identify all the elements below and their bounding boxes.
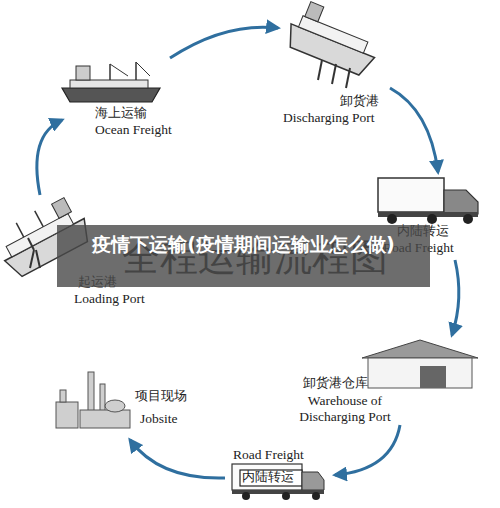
factory-icon bbox=[56, 372, 130, 428]
step-label: Warehouse of Discharging Port bbox=[290, 393, 400, 424]
flow-step: Road Freight 内陆转运 bbox=[225, 445, 335, 500]
flow-step: 卸货港仓库 Warehouse of Discharging Port bbox=[290, 335, 480, 425]
warehouse-icon bbox=[362, 340, 478, 388]
step-label: Ocean Freight bbox=[95, 122, 172, 138]
flow-arrow bbox=[335, 425, 400, 475]
flow-arrow bbox=[452, 260, 459, 335]
flow-step: 卸货港Discharging Port bbox=[278, 8, 390, 128]
flow-step: 海上运输Ocean Freight bbox=[62, 58, 187, 140]
watermark-banner: 疫情下运输(疫情期间运输业怎么做) bbox=[57, 225, 430, 287]
flow-arrow bbox=[390, 88, 438, 172]
step-label: Road Freight bbox=[233, 447, 304, 463]
step-label: Discharging Port bbox=[283, 110, 375, 126]
step-label: Jobsite bbox=[140, 411, 178, 427]
watermark-text: 疫情下运输(疫情期间运输业怎么做) bbox=[71, 231, 416, 257]
crane-icon bbox=[318, 60, 350, 88]
ship-icon bbox=[62, 62, 160, 102]
ship-icon bbox=[283, 0, 385, 78]
crane-icon bbox=[28, 238, 40, 268]
step-label: 内陆转运 bbox=[242, 470, 294, 485]
step-label: 项目现场 bbox=[135, 389, 187, 404]
flow-step: 项目现场 Jobsite bbox=[45, 365, 195, 440]
truck-icon bbox=[232, 464, 324, 500]
step-label: 卸货港仓库 bbox=[303, 376, 368, 391]
flow-arrow bbox=[130, 440, 225, 478]
flow-arrow bbox=[37, 120, 62, 195]
truck-icon bbox=[378, 178, 478, 224]
flow-arrow bbox=[170, 27, 278, 58]
step-label: 海上运输 bbox=[95, 106, 147, 121]
step-label: Loading Port bbox=[74, 291, 145, 307]
step-label: 卸货港 bbox=[340, 94, 379, 109]
